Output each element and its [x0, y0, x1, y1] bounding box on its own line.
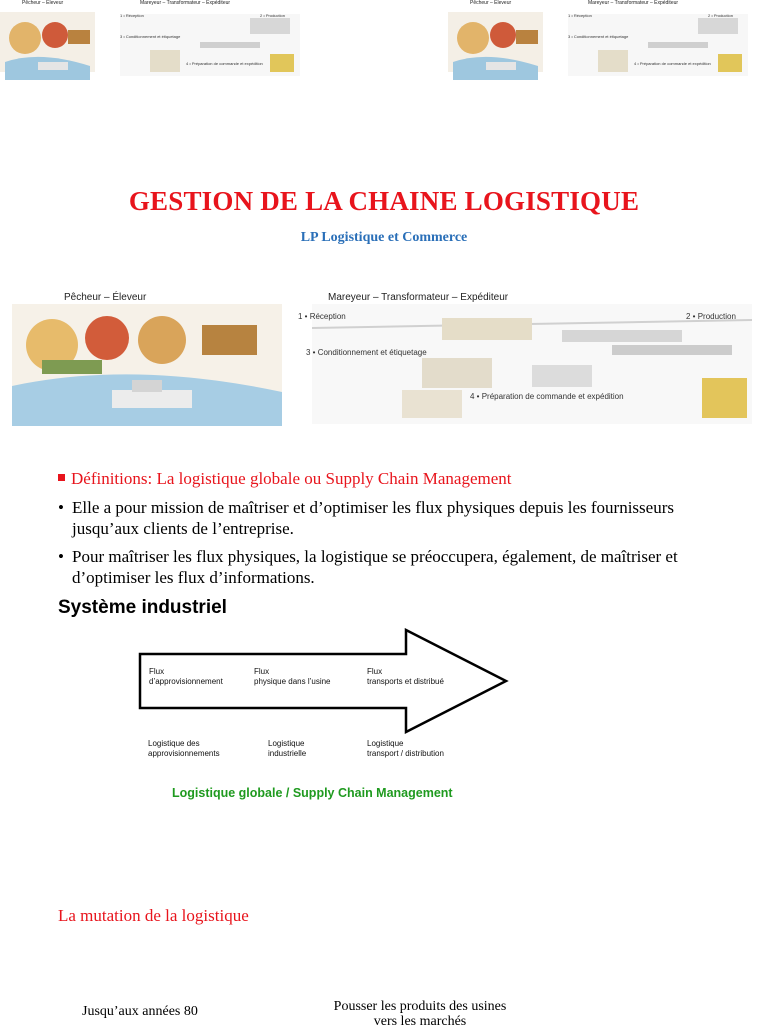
processor-label: Mareyeur – Transformateur – Expéditeur: [328, 292, 509, 303]
step-4-label: 4 • Préparation de commande et expéditio…: [470, 392, 624, 401]
step-3-label: 3 • Conditionnement et étiquetage: [568, 34, 629, 39]
flux-transport: Flux transports et distribué: [367, 667, 444, 686]
supply-chain-illustration: [12, 304, 753, 426]
producer-label: Pêcheur – Éleveur: [22, 0, 64, 6]
supply-chain-illustration: [448, 12, 748, 80]
system-heading: Système industriel: [58, 597, 227, 618]
table-right-cell: Pousser les produits des usines vers les…: [333, 999, 507, 1029]
step-2-label: 2 • Production: [686, 312, 736, 321]
banner-thumbnail-left: Pêcheur – Éleveur Mareyeur – Transformat…: [0, 0, 305, 85]
mutation-heading: La mutation de la logistique: [58, 906, 249, 925]
definitions-heading: Définitions: La logistique globale ou Su…: [58, 469, 512, 489]
step-2-label: 2 • Production: [260, 13, 285, 18]
flux-usine: Flux physique dans l’usine: [254, 667, 331, 686]
step-1-label: 1 • Réception: [120, 13, 144, 18]
table-left-cell: Jusqu’aux années 80: [82, 1004, 198, 1019]
step-1-label: 1 • Réception: [298, 312, 346, 321]
supply-chain-illustration: [0, 12, 300, 80]
step-1-label: 1 • Réception: [568, 13, 592, 18]
bullet-item: • Elle a pour mission de maîtriser et d’…: [58, 497, 738, 539]
definitions-text: Définitions: La logistique globale ou Su…: [71, 469, 512, 488]
page-subtitle: LP Logistique et Commerce: [300, 230, 468, 245]
step-4-label: 4 • Préparation de commande et expéditio…: [186, 61, 263, 66]
step-3-label: 3 • Conditionnement et étiquetage: [120, 34, 181, 39]
page-title: GESTION DE LA CHAINE LOGISTIQUE: [128, 186, 640, 216]
logistique-industrielle: Logistique industrielle: [268, 739, 307, 758]
flow-arrow: [138, 628, 509, 734]
bullet-text: Elle a pour mission de maîtriser et d’op…: [72, 498, 674, 538]
bullet-icon: •: [58, 498, 64, 517]
step-3-label: 3 • Conditionnement et étiquetage: [306, 348, 427, 357]
flux-approvisionnement: Flux d’approvisionnement: [149, 667, 223, 686]
producer-label: Pêcheur – Éleveur: [64, 292, 147, 303]
logistique-transport: Logistique transport / distribution: [367, 739, 444, 758]
bullet-item: • Pour maîtriser les flux physiques, la …: [58, 546, 738, 588]
square-bullet-icon: [58, 474, 65, 481]
logistique-approvisionnements: Logistique des approvisionnements: [148, 739, 220, 758]
bullet-text: Pour maîtriser les flux physiques, la lo…: [72, 547, 678, 587]
processor-label: Mareyeur – Transformateur – Expéditeur: [588, 0, 679, 6]
processor-label: Mareyeur – Transformateur – Expéditeur: [140, 0, 231, 6]
step-4-label: 4 • Préparation de commande et expéditio…: [634, 61, 711, 66]
step-2-label: 2 • Production: [708, 13, 733, 18]
producer-label: Pêcheur – Éleveur: [470, 0, 512, 6]
supply-chain-banner: Pêcheur – Éleveur Mareyeur – Transformat…: [12, 290, 758, 426]
global-label: Logistique globale / Supply Chain Manage…: [172, 786, 453, 800]
bullet-icon: •: [58, 547, 64, 566]
banner-thumbnail-right: Pêcheur – Éleveur Mareyeur – Transformat…: [448, 0, 753, 85]
